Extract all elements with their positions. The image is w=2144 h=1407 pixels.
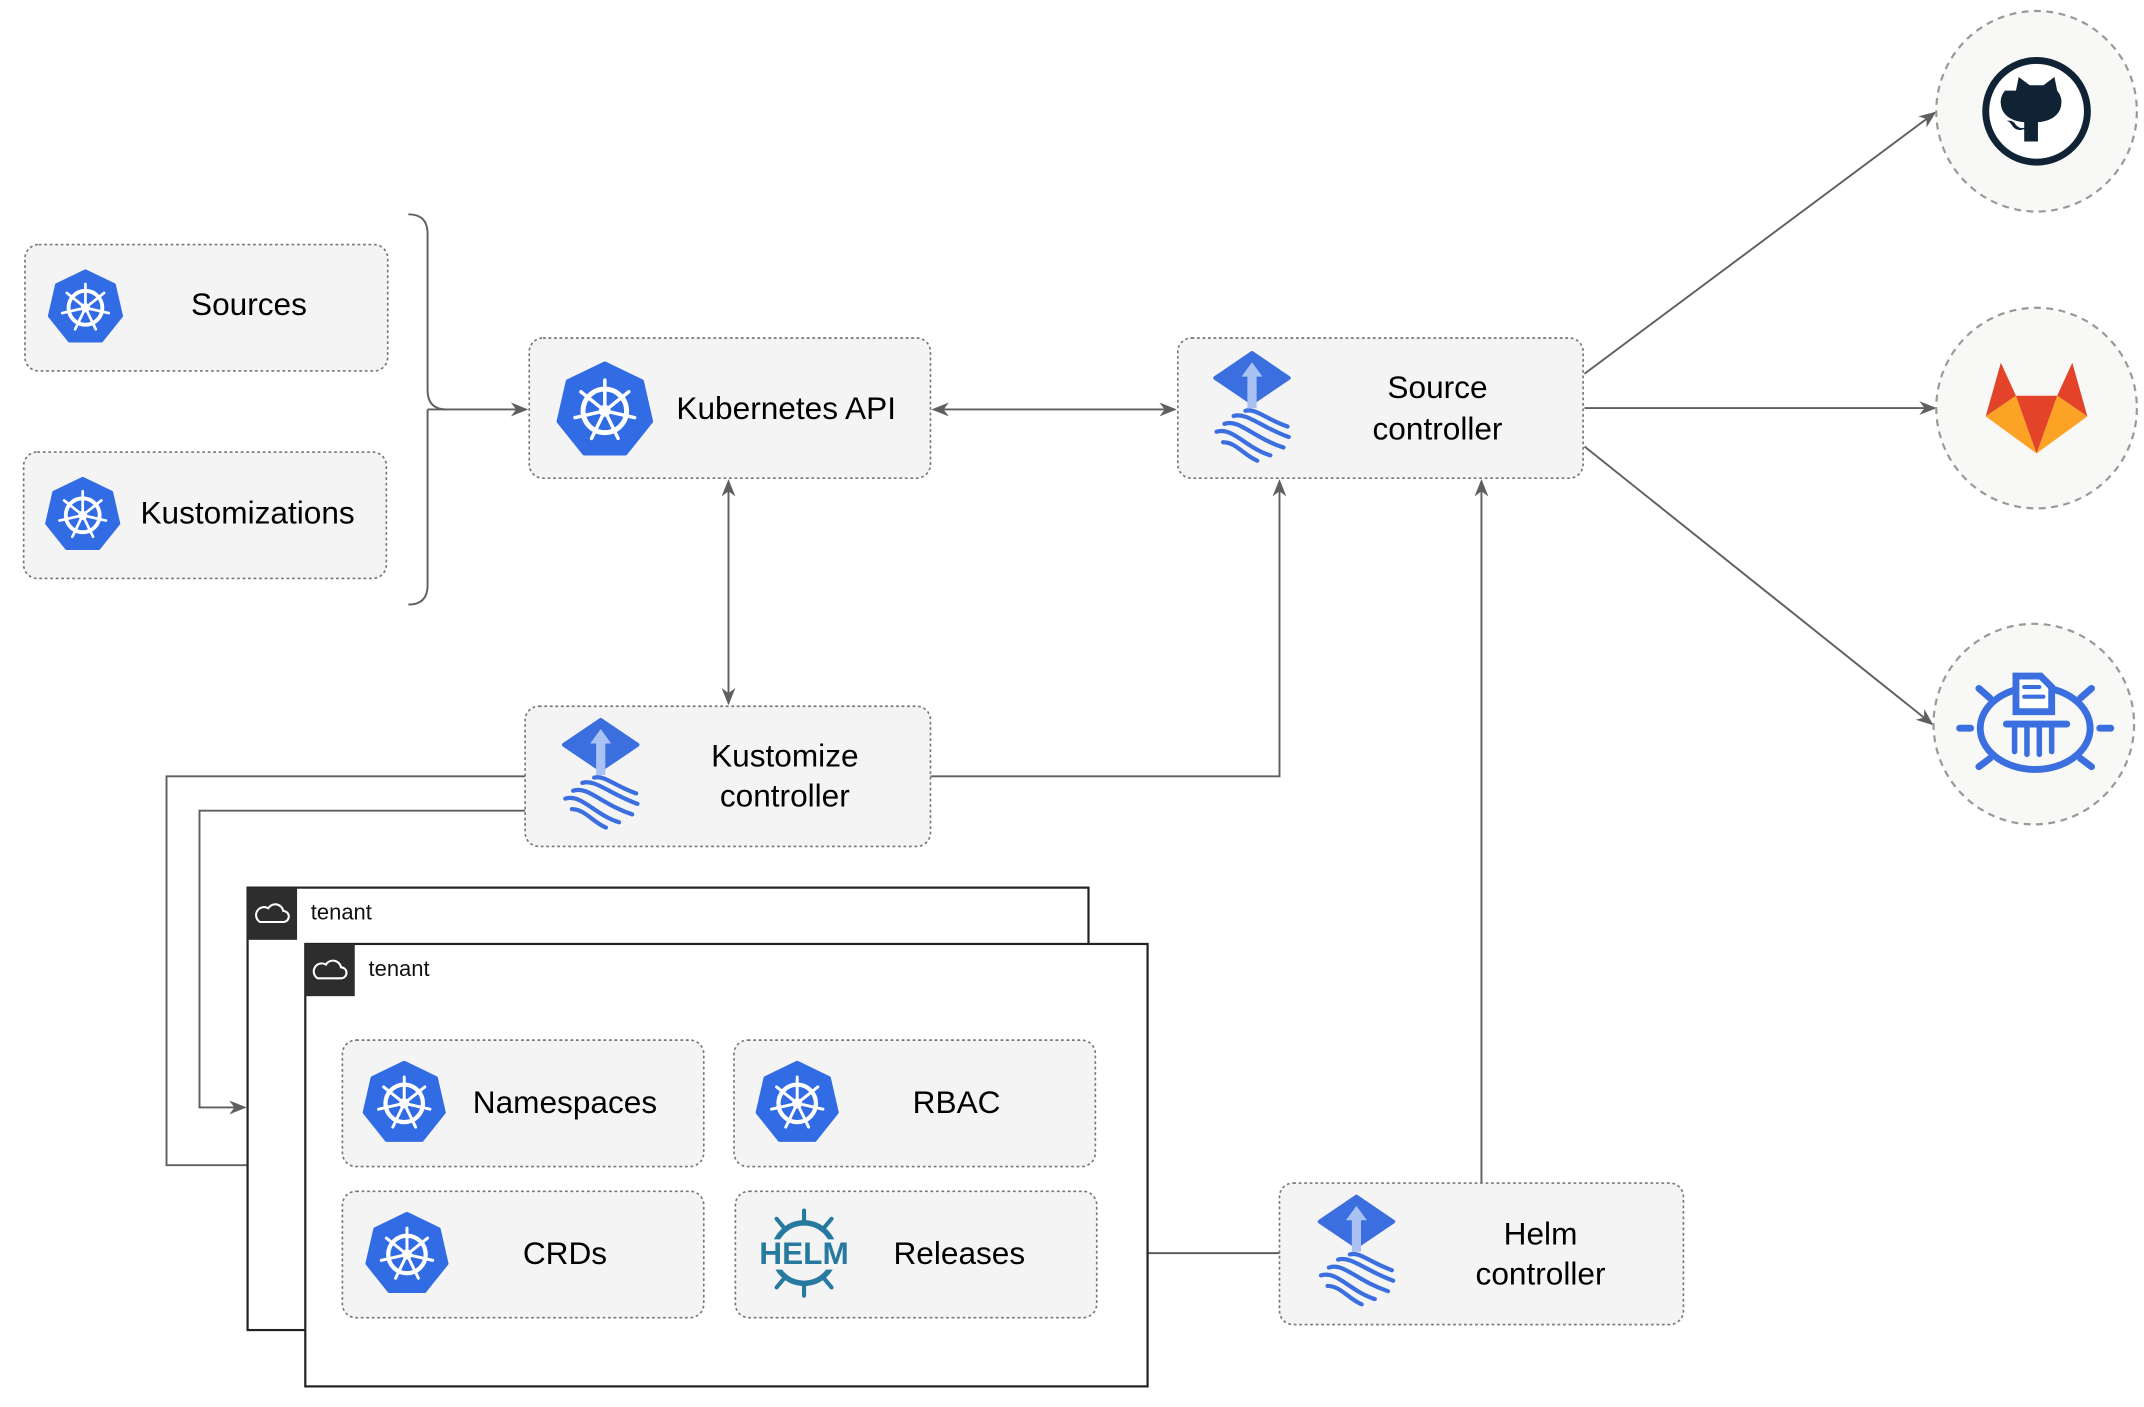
tenant-label: tenant [311,900,372,925]
helm-logo-text: HELM [759,1235,849,1271]
node-label-line2: controller [1476,1256,1606,1292]
node-sources[interactable]: Sources [24,243,389,372]
brace [408,213,447,606]
gitlab-icon [1985,362,2088,454]
external-bucket[interactable] [1932,622,2136,826]
node-label: Sources [191,286,307,322]
node-label: Releases [893,1235,1025,1271]
kubernetes-icon [364,1062,444,1140]
node-label: Namespaces [473,1084,657,1120]
node-label: Kustomizations [140,495,354,531]
kubernetes-icon [367,1214,447,1292]
bucket-icon [1956,672,2115,773]
node-helm-controller[interactable]: Helm controller [1278,1182,1685,1326]
kubernetes-icon [757,1062,837,1140]
node-label-line1: Source [1387,370,1487,406]
tenant-label: tenant [369,956,430,981]
svg-text:controller: controller [720,778,850,814]
edge-source-to-bucket [1583,445,1934,726]
edge-source-to-github [1583,111,1937,375]
edge-kustomize-to-tenant-back [198,809,526,1115]
node-crds[interactable]: CRDs [341,1190,705,1319]
github-icon [1982,57,2091,166]
tenant-header-square [305,943,355,997]
node-source-controller[interactable]: Source controller [1176,337,1584,479]
node-kubernetes-api[interactable]: Kubernetes API [528,337,932,479]
node-label: RBAC [913,1084,1001,1120]
kubernetes-icon [44,476,121,551]
node-label-line1: Helm [1504,1216,1578,1252]
helm-icon: HELM [757,1208,851,1298]
svg-text:Helm: Helm [1504,1216,1578,1252]
svg-text:Source: Source [1387,370,1487,406]
node-kustomizations[interactable]: Kustomizations [22,451,388,580]
edge-kustomize-to-tenant-front [165,775,526,1173]
svg-text:controller: controller [1476,1256,1606,1292]
node-label: Kubernetes API [676,390,896,426]
edge-kustomize-to-source [930,479,1287,778]
external-github[interactable] [1935,9,2138,213]
kubernetes-icon [559,363,652,453]
svg-text:Kustomize: Kustomize [711,738,858,774]
node-label-line2: controller [1373,411,1503,447]
node-label-line2: controller [720,778,850,814]
node-kustomize-controller[interactable]: Kustomize controller [524,705,932,848]
tenant-front[interactable]: tenant Namespaces RBAC CRDs [304,942,1149,1388]
cloud-icon [312,959,348,980]
node-label-line1: Kustomize [711,738,858,774]
node-releases[interactable]: HELM Releases [734,1190,1098,1319]
node-rbac[interactable]: RBAC [733,1039,1097,1168]
svg-text:controller: controller [1373,411,1503,447]
cloud-icon [255,903,290,924]
tenant-header-square [247,887,298,940]
node-namespaces[interactable]: Namespaces [341,1039,705,1168]
node-label: CRDs [523,1235,607,1271]
external-gitlab[interactable] [1935,306,2138,510]
kubernetes-icon [47,269,124,343]
